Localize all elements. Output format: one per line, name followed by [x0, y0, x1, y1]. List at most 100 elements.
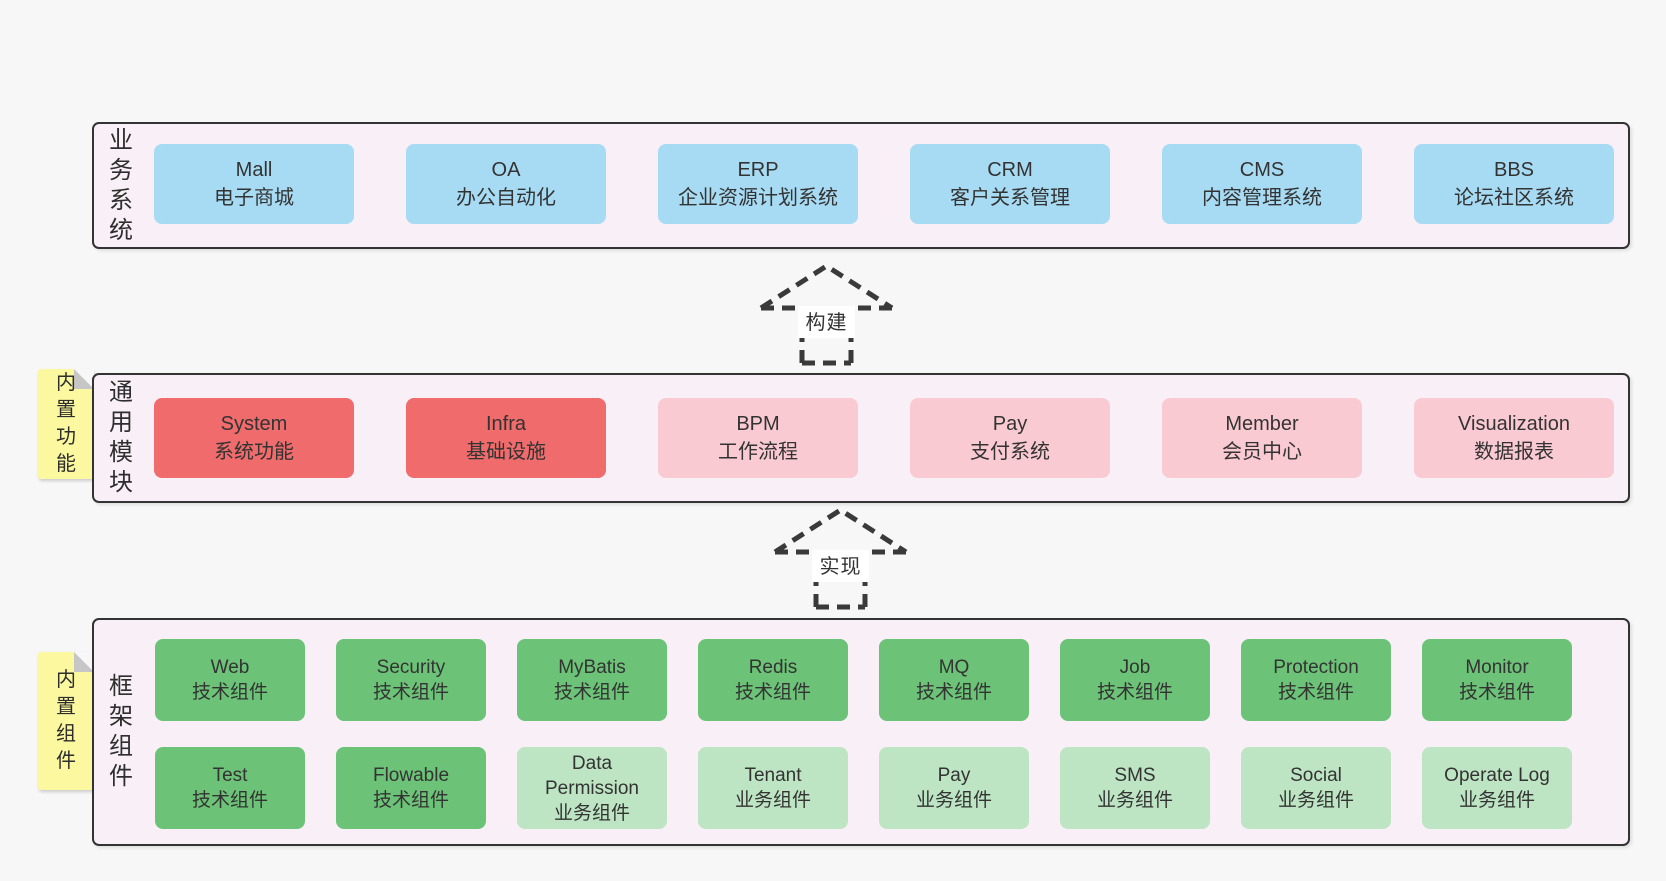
box-title: ERP — [737, 159, 779, 181]
diagram-box-visualization: Visualization 数据报表 — [1414, 398, 1614, 478]
diagram-box-system: System 系统功能 — [154, 398, 354, 478]
box-subtitle: 业务组件 — [553, 802, 630, 824]
builtin-functions-sticky-label: 内置功能 — [56, 372, 76, 475]
box-subtitle: 客户关系管理 — [950, 187, 1070, 209]
diagram-box-cms: CMS 内容管理系统 — [1162, 144, 1362, 224]
diagram-box-security: Security 技术组件 — [336, 639, 486, 721]
diagram-box-social: Social 业务组件 — [1241, 747, 1391, 829]
diagram-box-mq: MQ 技术组件 — [879, 639, 1029, 721]
diagram-box-mall: Mall 电子商城 — [154, 144, 354, 224]
box-title: OA — [491, 159, 521, 181]
box-title: CMS — [1239, 159, 1285, 181]
panel-common-modules: 通用模块 System 系统功能 Infra 基础设施 BPM 工作流程 Pay 支付系统 Me… — [92, 373, 1630, 503]
common-modules-row: System 系统功能 Infra 基础设施 BPM 工作流程 Pay 支付系统 Member 会… — [154, 398, 1614, 478]
box-title: Member — [1225, 413, 1299, 435]
build-arrow-label-bg — [798, 306, 855, 338]
box-subtitle: 技术组件 — [372, 682, 449, 703]
box-subtitle: 技术组件 — [191, 682, 268, 703]
box-subtitle: 办公自动化 — [456, 187, 556, 209]
box-title: Pay — [992, 413, 1028, 435]
box-title: Mall — [235, 159, 273, 181]
diagram-box-job: Job 技术组件 — [1060, 639, 1210, 721]
box-subtitle: 技术组件 — [553, 682, 630, 703]
box-title: Data Permission — [545, 752, 639, 799]
diagram-box-infra: Infra 基础设施 — [406, 398, 606, 478]
box-subtitle: 技术组件 — [915, 682, 992, 703]
box-subtitle: 技术组件 — [1277, 682, 1354, 703]
box-title: MyBatis — [558, 657, 626, 678]
framework-components-side-label: 框架组件 — [109, 673, 133, 790]
box-subtitle: 业务组件 — [1096, 790, 1173, 811]
box-subtitle: 系统功能 — [214, 441, 294, 463]
box-subtitle: 业务组件 — [915, 790, 992, 811]
box-title: Social — [1290, 765, 1342, 786]
box-title: Web — [210, 657, 250, 678]
box-title: Redis — [748, 657, 798, 678]
diagram-box-test: Test 技术组件 — [155, 747, 305, 829]
build-arrow-label: 构建 — [806, 311, 848, 334]
box-subtitle: 业务组件 — [734, 790, 811, 811]
box-subtitle: 会员中心 — [1222, 441, 1302, 463]
box-subtitle: 技术组件 — [1096, 682, 1173, 703]
diagram-box-tenant: Tenant 业务组件 — [698, 747, 848, 829]
box-title: CRM — [987, 159, 1033, 181]
diagram-box-crm: CRM 客户关系管理 — [910, 144, 1110, 224]
box-title: Protection — [1273, 657, 1359, 678]
diagram-box-sms: SMS 业务组件 — [1060, 747, 1210, 829]
box-title: SMS — [1114, 765, 1156, 786]
box-subtitle: 电子商城 — [214, 187, 294, 209]
diagram-box-member: Member 会员中心 — [1162, 398, 1362, 478]
box-title: System — [220, 413, 288, 435]
builtin-components-sticky-label: 内置组件 — [56, 669, 76, 772]
box-title: Pay — [937, 765, 971, 786]
box-title: Infra — [485, 413, 527, 435]
box-title: Monitor — [1465, 657, 1529, 678]
box-title: BPM — [736, 413, 780, 435]
implement-arrow-label: 实现 — [820, 555, 862, 578]
box-subtitle: 基础设施 — [466, 441, 546, 463]
build-arrow-icon: 构建 — [759, 263, 894, 366]
box-title: Visualization — [1458, 413, 1570, 435]
box-subtitle: 技术组件 — [372, 790, 449, 811]
diagram-box-oa: OA 办公自动化 — [406, 144, 606, 224]
diagram-box-monitor: Monitor 技术组件 — [1422, 639, 1572, 721]
diagram-box-flowable: Flowable 技术组件 — [336, 747, 486, 829]
builtin-functions-sticky-note: 内置功能 — [38, 369, 94, 479]
box-subtitle: 支付系统 — [970, 441, 1050, 463]
box-subtitle: 工作流程 — [718, 441, 798, 463]
box-subtitle: 技术组件 — [191, 790, 268, 811]
box-title: Test — [212, 765, 248, 786]
diagram-box-bpm: BPM 工作流程 — [658, 398, 858, 478]
box-title: Tenant — [744, 765, 802, 786]
diagram-box-protection: Protection 技术组件 — [1241, 639, 1391, 721]
diagram-box-erp: ERP 企业资源计划系统 — [658, 144, 858, 224]
business-systems-row: Mall 电子商城 OA 办公自动化 ERP 企业资源计划系统 CRM 客户关系管理 CMS 内容… — [154, 144, 1614, 224]
box-subtitle: 数据报表 — [1474, 441, 1554, 463]
builtin-components-sticky-note: 内置组件 — [38, 652, 94, 790]
box-title: Operate Log — [1444, 765, 1550, 786]
box-title: Flowable — [372, 765, 450, 786]
diagram-box-mybatis: MyBatis 技术组件 — [517, 639, 667, 721]
box-subtitle: 业务组件 — [1277, 790, 1354, 811]
implement-arrow-icon: 实现 — [773, 507, 908, 610]
diagram-box-bbs: BBS 论坛社区系统 — [1414, 144, 1614, 224]
box-subtitle: 内容管理系统 — [1202, 187, 1322, 209]
diagram-box-pay: Pay 支付系统 — [910, 398, 1110, 478]
box-title: Job — [1119, 657, 1151, 678]
diagram-box-pay: Pay 业务组件 — [879, 747, 1029, 829]
implement-arrow-label-bg — [812, 550, 869, 582]
box-subtitle: 技术组件 — [1458, 682, 1535, 703]
box-title: Security — [376, 657, 446, 678]
common-modules-side-label: 通用模块 — [109, 379, 133, 496]
box-title: BBS — [1493, 159, 1535, 181]
diagram-box-data-permission: Data Permission 业务组件 — [517, 747, 667, 829]
box-title: MQ — [938, 657, 970, 678]
box-subtitle: 企业资源计划系统 — [678, 187, 838, 209]
box-subtitle: 论坛社区系统 — [1454, 187, 1574, 209]
